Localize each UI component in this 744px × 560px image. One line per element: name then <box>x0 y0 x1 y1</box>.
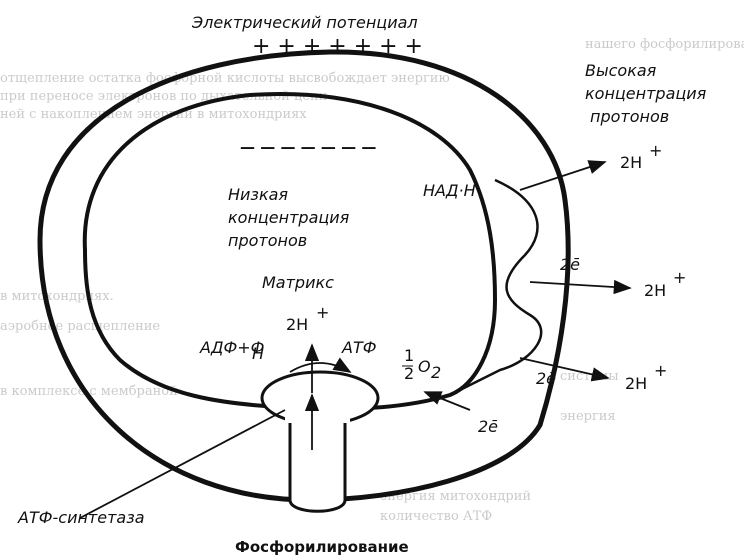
arrows <box>79 160 632 519</box>
bleed-line-2: отщепление остатка фосфорной кислоты выс… <box>0 71 450 86</box>
proton-in-plus: + <box>316 303 329 322</box>
proton-in-label: 2H + <box>286 303 329 334</box>
arrow-nadh-to-h-out-1 <box>519 160 607 191</box>
electron-label-1: 2ē <box>560 255 580 274</box>
atp-label: АТФ <box>341 338 377 357</box>
atp-synthase-stalk <box>288 420 347 513</box>
adp-pn-subscript: Н <box>252 344 264 363</box>
bleed-line-7: системы <box>560 369 619 384</box>
positive-charges: + + + + + + + <box>252 34 423 59</box>
electric-potential-label: Электрический потенциал <box>191 13 418 32</box>
o2-numerator: 1 <box>404 346 414 365</box>
high-concentration-line-2: концентрация <box>585 84 707 103</box>
proton-out-1-plus: + <box>649 141 662 160</box>
proton-out-2-plus: + <box>673 268 686 287</box>
adp-pn-text: АДФ+Ф <box>199 338 264 357</box>
electron-label-3: 2ē <box>478 417 498 436</box>
proton-out-label-2: 2H + <box>644 268 686 300</box>
bleed-line-10: энергия митохондрий <box>380 489 531 504</box>
bleed-line-4: ней с накоплением энергии в митохондриях <box>0 107 307 122</box>
negative-charges: — — — — — — — <box>240 138 376 156</box>
bleed-line-6: аэробное расщепление <box>0 319 160 334</box>
proton-in-value: 2H <box>286 315 308 334</box>
o2-denominator: 2 <box>404 364 414 383</box>
low-concentration-line-1: Низкая <box>228 185 288 204</box>
arrow-chain-to-h-out-2 <box>529 279 632 295</box>
arrow-chain-to-h-out-3 <box>519 357 610 382</box>
bleed-line-1: нашего фосфорилирования <box>585 37 744 52</box>
electron-label-2: 2ē <box>536 369 556 388</box>
atp-synthase-label: АТФ-синтетаза <box>17 508 145 527</box>
proton-out-2-value: 2H <box>644 281 666 300</box>
bleed-line-11: количество АТФ <box>380 509 492 524</box>
proton-out-3-value: 2H <box>625 374 647 393</box>
high-concentration-line-3: протонов <box>590 107 669 126</box>
outer-membrane <box>37 49 571 503</box>
bleed-line-8: в комплексе с мембраной <box>0 384 178 399</box>
proton-out-3-plus: + <box>654 361 667 380</box>
o2-symbol: O <box>418 357 431 376</box>
high-concentration-line-1: Высокая <box>585 61 657 80</box>
proton-out-label-3: 2H + <box>625 361 667 393</box>
proton-out-label-1: 2H + <box>620 141 662 172</box>
low-concentration-line-3: протонов <box>228 231 307 250</box>
o2-subscript: 2 <box>431 363 441 382</box>
proton-out-1-value: 2H <box>620 153 642 172</box>
atp-synthase-head <box>260 370 380 426</box>
bleed-line-9: энергия <box>560 409 616 424</box>
respiratory-chain-line <box>449 178 543 397</box>
pointer-atp-synthase <box>79 409 286 519</box>
arrow-electron-to-o2 <box>423 391 471 411</box>
matrix-label: Матрикс <box>262 273 334 292</box>
adp-pn-label: АДФ+Ф Н <box>199 338 264 363</box>
half-oxygen-label: 1 2 O 2 <box>402 346 441 383</box>
atp-synthase-complex <box>260 370 380 513</box>
inner-membrane <box>82 92 498 411</box>
arrow-adp-to-atp <box>289 357 352 373</box>
bleed-line-3: при переносе электронов по дыхательной ц… <box>0 89 327 104</box>
phosphorylation-label: Фосфорилирование <box>235 538 409 556</box>
low-concentration-line-2: концентрация <box>228 208 350 227</box>
nadh-label: НАД·Н <box>423 181 476 200</box>
background-bleed-text: нашего фосфорилирования отщепление остат… <box>0 37 744 524</box>
bleed-line-5: в митохондриях. <box>0 289 114 304</box>
